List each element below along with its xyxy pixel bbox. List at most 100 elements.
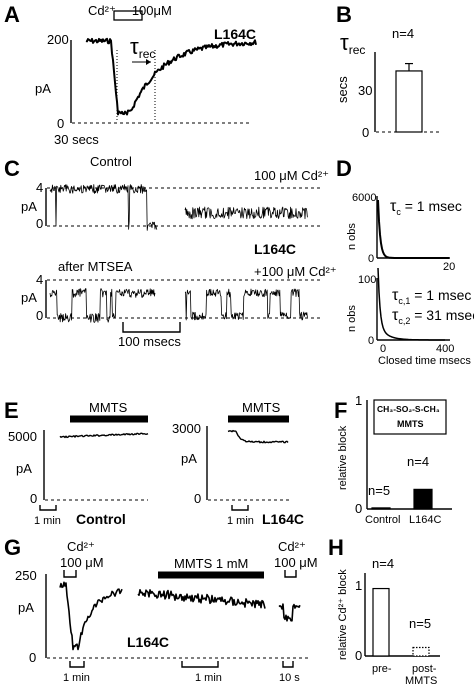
mmts-trace — [137, 589, 266, 609]
after-mtsea-label: after MTSEA — [58, 259, 133, 274]
plus-cd-label: +100 μM Cd²⁺ — [254, 264, 337, 279]
mmts-structure-box — [373, 399, 447, 435]
xtick-20: 20 — [443, 261, 455, 273]
panel-b: B τrec n=4 30 0 secs — [335, 2, 440, 140]
mutant-label-e: L164C — [262, 511, 304, 527]
cd-conc-g: 100 μM — [60, 555, 104, 570]
ytick-1-f: 1 — [355, 393, 362, 408]
panel-a: A Cd²⁺100μM L164C τrec 200 0 pA 30 secs — [4, 2, 257, 147]
panel-d: D 6000 0 n obs 20 τc = 1 msec 100 0 n ob… — [336, 156, 474, 367]
mmts-formula: CH₃-SO₂-S-CH₃ — [377, 404, 440, 414]
n-label-f-control: n=5 — [368, 483, 390, 498]
xcat-f-mutant: L164C — [409, 514, 441, 526]
tau-c1-label: τc,1 = 1 msec — [392, 287, 471, 306]
histogram-mtsea — [377, 267, 445, 341]
mutant-label-c: L164C — [254, 241, 296, 257]
mutant-label-a: L164C — [214, 26, 256, 42]
panel-label-f: F — [334, 398, 347, 423]
bars-h — [372, 587, 430, 657]
ytick-4-top: 4 — [36, 180, 43, 195]
ytick-0-a: 0 — [57, 116, 64, 131]
ytick-4-bottom: 4 — [36, 272, 43, 287]
ytick-0-g: 0 — [29, 650, 36, 665]
scalebar-c: 100 msecs — [118, 334, 181, 349]
cd-bracket-g — [63, 570, 77, 578]
panel-label-c: C — [4, 156, 20, 181]
ylabel-d-top: n obs — [346, 223, 358, 250]
scalebar-g-mid-bracket — [181, 661, 219, 668]
ylabel-c-top: pA — [21, 199, 37, 214]
single-channel-trace-mtsea — [49, 288, 156, 323]
ytick-6000: 6000 — [352, 192, 376, 204]
xcat-f-control: Control — [365, 514, 400, 526]
ylabel-b: secs — [335, 76, 350, 103]
ytick-3000: 3000 — [172, 421, 201, 436]
mmts-formula-name: MMTS — [397, 419, 424, 429]
mutant-label-g: L164C — [127, 634, 169, 650]
ytick-0-f: 0 — [355, 501, 362, 516]
ylabel-e-right: pA — [181, 451, 197, 466]
scalebar-g-mid: 1 min — [195, 672, 222, 684]
scalebar-g-right-bracket — [282, 661, 294, 668]
panel-e: E MMTS 5000 0 pA 1 min Control MMTS 3000… — [4, 398, 304, 527]
mmts-label-left: MMTS — [89, 400, 128, 415]
bar-0 — [371, 507, 391, 510]
scalebar-g-left: 1 min — [63, 672, 90, 684]
bar-0 — [372, 587, 390, 657]
panel-h: H 1 0 relative Cd²⁺ block n=4 n=5 pre- p… — [328, 535, 440, 687]
control-label-e: Control — [76, 511, 126, 527]
ytick-30: 30 — [358, 83, 372, 98]
scalebar-g-left-bracket — [69, 661, 85, 668]
current-trace-control — [59, 432, 149, 439]
xcat-h-post-2: MMTS — [405, 675, 437, 687]
panel-label-a: A — [4, 2, 20, 27]
ytick-1-h: 1 — [355, 578, 362, 593]
bar-1 — [412, 646, 430, 657]
xcat-h-post: post- — [412, 663, 437, 675]
bar-0 — [395, 70, 423, 133]
cd-label-c: 100 μM Cd²⁺ — [254, 168, 329, 183]
tau-c2-label: τc,2 = 31 msec — [392, 307, 474, 326]
tau-c-label: τc = 1 msec — [390, 198, 462, 217]
ylabel-d-bottom: n obs — [346, 305, 358, 332]
bars-b — [395, 62, 423, 133]
cd-label: Cd²⁺100μM — [88, 3, 172, 18]
ytick-250: 250 — [15, 568, 37, 583]
tau-rec-label-a: τrec — [130, 34, 155, 61]
scalebar-e-right: 1 min — [227, 515, 254, 527]
cd-bracket-g2 — [284, 570, 297, 578]
n-label-h-post: n=5 — [409, 616, 431, 631]
n-label-f-mutant: n=4 — [407, 454, 429, 469]
ylabel-g: pA — [18, 600, 34, 615]
ylabel-a: pA — [35, 81, 51, 96]
ytick-0-h: 0 — [355, 648, 362, 663]
scalebar-e-right-bracket — [231, 505, 249, 511]
single-channel-trace-mtsea-cd — [184, 288, 308, 321]
histogram-control — [377, 199, 449, 259]
panel-label-e: E — [4, 398, 19, 423]
tau-rec-label-b: τrec — [340, 30, 365, 57]
tau-arrowhead — [146, 59, 151, 65]
cd-label-g2: Cd²⁺ — [278, 539, 306, 554]
cd-label-g: Cd²⁺ — [67, 539, 95, 554]
scalebar-a: 30 secs — [54, 132, 99, 147]
xtick-400: 400 — [436, 343, 454, 355]
mmts-label-right: MMTS — [242, 400, 281, 415]
panel-c: C Control 100 μM Cd²⁺ 4 0 pA L164C after… — [4, 154, 337, 349]
current-trace-l164c — [227, 429, 289, 444]
ylabel-h: relative Cd²⁺ block — [337, 569, 349, 660]
ytick-0-b: 0 — [362, 125, 369, 140]
ytick-0-e-right: 0 — [194, 491, 201, 506]
cd-trace-pre — [59, 581, 123, 651]
cd-trace-post — [278, 603, 301, 622]
n-label-b: n=4 — [392, 26, 414, 41]
ytick-0-e-left: 0 — [30, 491, 37, 506]
scalebar-c-bracket — [122, 322, 181, 333]
cd-conc-g2: 100 μM — [274, 555, 318, 570]
n-label-h-pre: n=4 — [372, 556, 394, 571]
scalebar-g-right: 10 s — [279, 672, 300, 684]
panel-label-g: G — [4, 535, 21, 560]
ytick-100: 100 — [358, 274, 376, 286]
ytick-0-d-bottom: 0 — [368, 335, 374, 347]
ylabel-c-bottom: pA — [21, 290, 37, 305]
